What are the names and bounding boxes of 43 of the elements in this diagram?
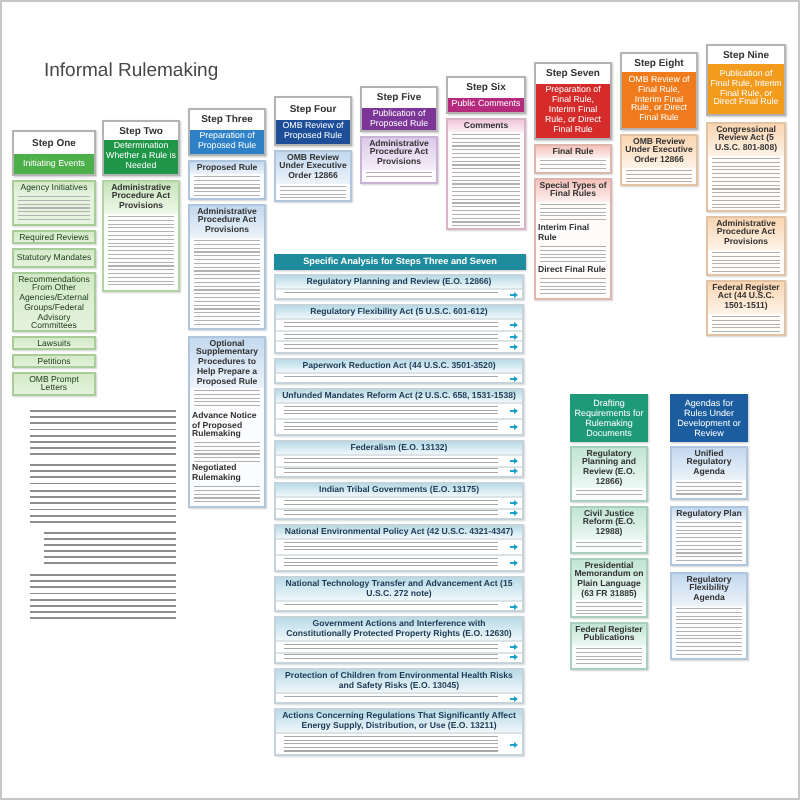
info-card [670,572,748,660]
page-title: Informal Rulemaking [44,60,219,83]
info-card [188,204,266,330]
info-card [706,122,786,212]
analysis-card [274,524,524,572]
step-card [446,76,526,114]
info-card [446,118,526,230]
step-card [620,52,698,130]
info-card [102,180,180,292]
analysis-card [274,388,524,436]
info-card [188,336,266,508]
analysis-card [274,576,524,612]
info-card [706,280,786,336]
analysis-card [274,304,524,354]
analysis-card [274,274,524,300]
heading-banner [274,254,526,270]
step-card [706,44,786,116]
info-card [570,558,648,618]
info-card [360,136,438,184]
analysis-card [274,708,524,756]
step-card [534,62,612,140]
step-card [12,130,96,176]
info-card [706,216,786,276]
info-card [670,446,748,500]
analysis-card [274,482,524,520]
info-card [570,506,648,554]
info-card [534,178,612,300]
analysis-card [274,440,524,478]
info-card [274,150,352,202]
info-card [534,144,612,174]
analysis-card [274,616,524,664]
analysis-card [274,358,524,384]
step-card [274,96,352,146]
info-card [570,622,648,670]
analysis-card [274,668,524,704]
info-card [670,506,748,566]
step-card [188,108,266,156]
info-card [12,180,96,226]
info-card [188,160,266,200]
info-card [620,134,698,186]
info-card [570,446,648,502]
step-card [102,120,180,176]
step-card [360,86,438,132]
